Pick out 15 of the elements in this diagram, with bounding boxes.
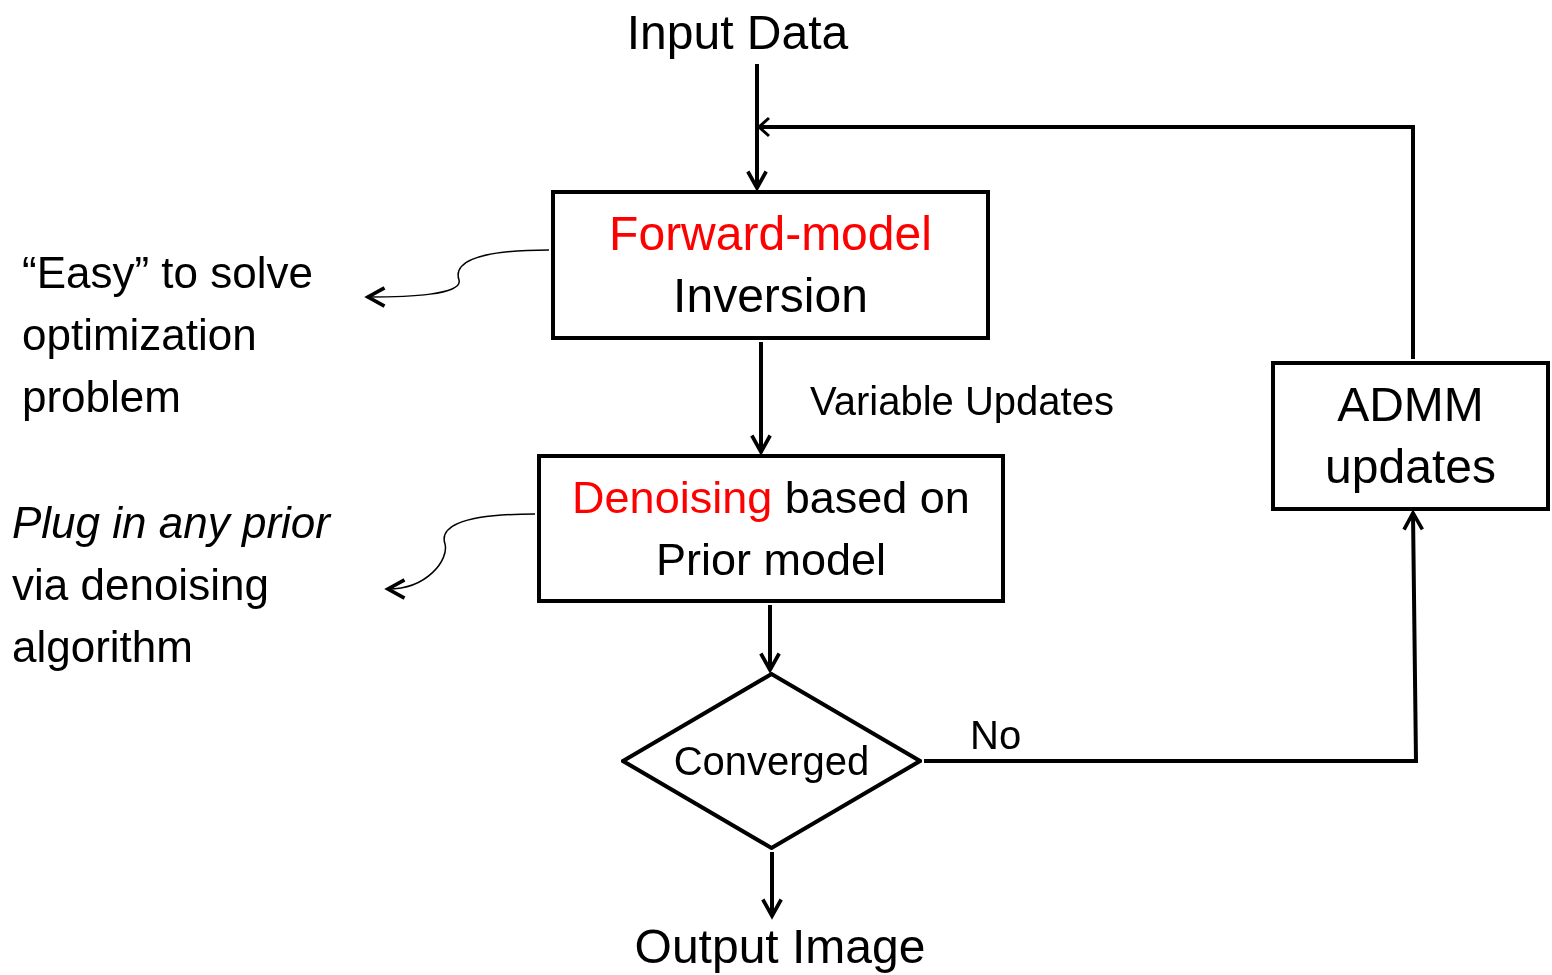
arrow bbox=[746, 64, 768, 190]
leader-line bbox=[366, 249, 550, 308]
arrow bbox=[924, 511, 1425, 763]
note-text: “Easy” to solve optimization problem bbox=[22, 250, 362, 420]
process-box: Denoising based on Prior model bbox=[537, 454, 1005, 603]
arrow bbox=[761, 852, 783, 918]
output-label: Output Image bbox=[600, 918, 960, 975]
input-label: Input Data bbox=[600, 4, 875, 62]
leader-line bbox=[386, 513, 536, 599]
decision-diamond: Converged bbox=[621, 672, 922, 850]
process-box: ADMM updates bbox=[1271, 361, 1550, 511]
process-box: Forward-model Inversion bbox=[551, 190, 990, 340]
arrow bbox=[759, 605, 781, 672]
arrow bbox=[750, 342, 772, 454]
note-text: Plug in any prior via denoising algorithm bbox=[12, 500, 382, 670]
